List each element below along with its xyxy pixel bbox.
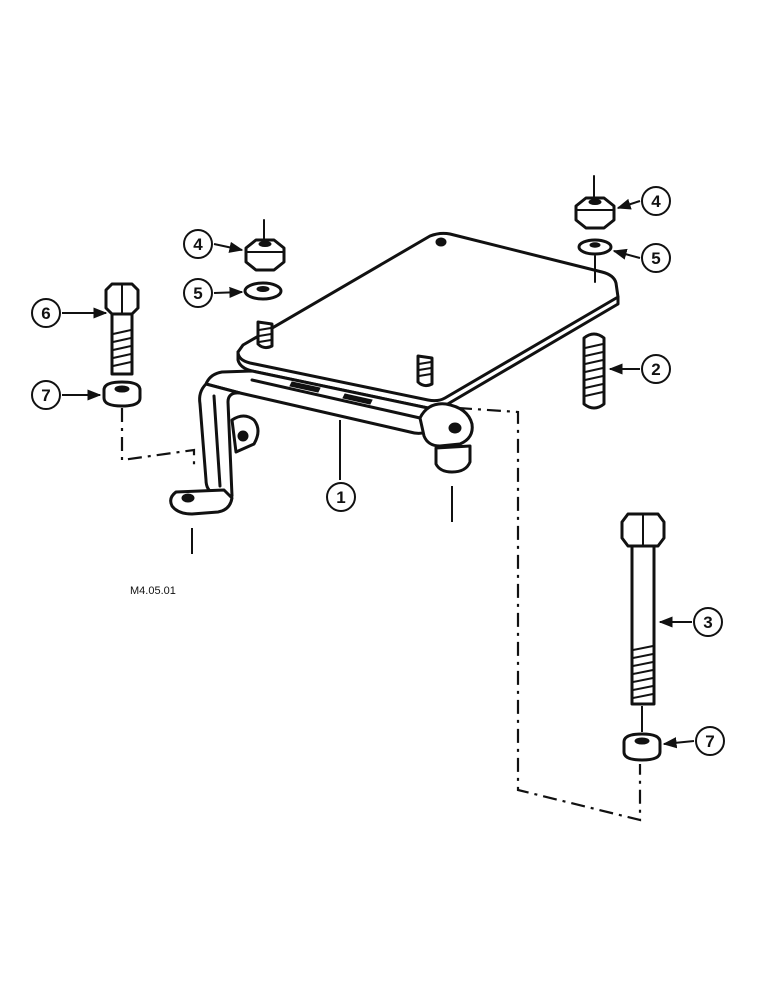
callout-short-bolt: 6 <box>31 298 108 328</box>
svg-text:7: 7 <box>41 386 50 405</box>
flat-washer-left <box>243 281 283 301</box>
figure-reference-code: M4.05.01 <box>130 585 176 597</box>
callout-washer-left: 5 <box>183 278 244 308</box>
svg-text:3: 3 <box>703 613 712 632</box>
lock-washer-right <box>622 732 662 762</box>
svg-text:1: 1 <box>336 488 345 507</box>
callout-lockwasher-right: 7 <box>662 726 725 756</box>
short-bolt <box>104 282 140 376</box>
callout-bracket: 1 <box>326 420 356 512</box>
svg-text:6: 6 <box>41 304 50 323</box>
callout-lockwasher-left: 7 <box>31 380 102 410</box>
svg-text:2: 2 <box>651 360 660 379</box>
svg-text:5: 5 <box>651 249 660 268</box>
hex-nut-right <box>574 175 616 230</box>
svg-text:4: 4 <box>651 192 661 211</box>
callout-nut-right: 4 <box>616 186 671 216</box>
callout-stud: 2 <box>608 354 671 384</box>
plate-stud-middle <box>416 354 434 388</box>
lock-washer-left <box>102 380 142 408</box>
svg-text:7: 7 <box>705 732 714 751</box>
flat-washer-right <box>577 238 613 283</box>
svg-text:5: 5 <box>193 284 202 303</box>
battery-bracket-part <box>169 231 620 516</box>
long-bolt <box>620 512 666 706</box>
callout-washer-right: 5 <box>612 243 671 273</box>
threaded-stud <box>582 332 606 410</box>
svg-text:4: 4 <box>193 235 203 254</box>
callout-long-bolt: 3 <box>658 607 723 637</box>
assembly-lines <box>120 406 643 822</box>
plate-stud-left <box>256 320 274 350</box>
hex-nut-left <box>244 219 286 272</box>
callout-nut-left: 4 <box>183 229 244 259</box>
